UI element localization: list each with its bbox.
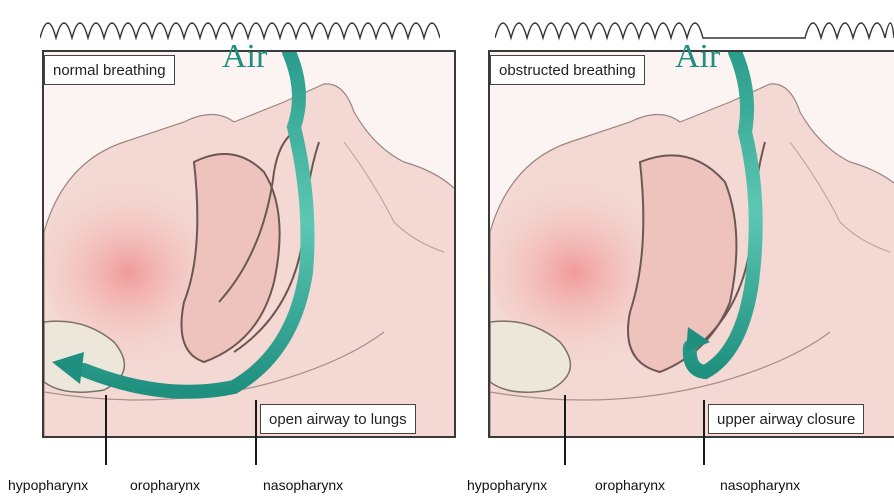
tick-nasopharynx-normal [255, 400, 257, 465]
caption-label-normal: open airway to lungs [260, 404, 416, 434]
region-label-nasopharynx: nasopharynx [263, 477, 343, 493]
region-label-hypopharynx: hypopharynx [467, 477, 547, 493]
panel-normal-breathing: normal breathing open airway to lungs Ai… [0, 0, 447, 496]
panel-obstructed-breathing: obstructed breathing upper airway closur… [447, 0, 894, 496]
title-label-obstructed: obstructed breathing [490, 55, 645, 85]
title-label-normal: normal breathing [44, 55, 175, 85]
air-label-normal: Air [222, 40, 267, 74]
region-label-oropharynx: oropharynx [595, 477, 665, 493]
caption-label-obstructed: upper airway closure [708, 404, 864, 434]
tick-hypopharynx-obstructed [564, 395, 566, 465]
region-label-hypopharynx: hypopharynx [8, 477, 88, 493]
air-label-obstructed: Air [675, 40, 720, 74]
region-label-nasopharynx: nasopharynx [720, 477, 800, 493]
head-cross-section-obstructed [490, 52, 894, 438]
illustration-frame-normal: normal breathing open airway to lungs [42, 50, 456, 438]
tick-nasopharynx-obstructed [703, 400, 705, 465]
illustration-frame-obstructed: obstructed breathing upper airway closur… [488, 50, 894, 438]
tick-hypopharynx-normal [105, 395, 107, 465]
head-cross-section-normal [44, 52, 456, 438]
region-label-oropharynx: oropharynx [130, 477, 200, 493]
